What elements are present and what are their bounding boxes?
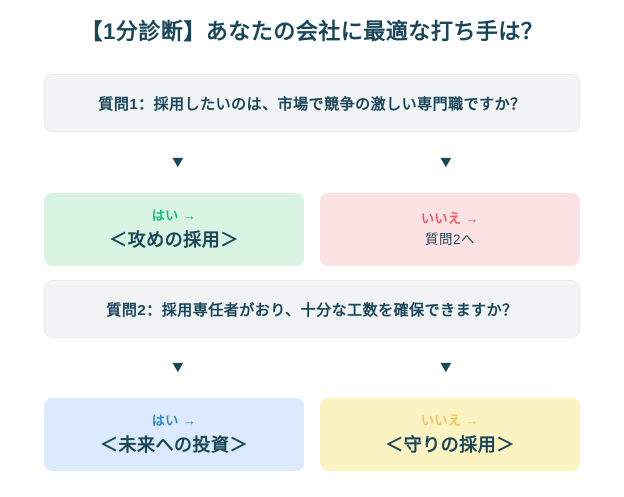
down-arrow-icon: ▼ bbox=[168, 153, 188, 171]
question2-box: 質問2：採用専任者がおり、十分な工数を確保できますか？ bbox=[44, 280, 580, 338]
arrow-cell-q2-no: ▼ bbox=[312, 359, 580, 377]
answer-row-1: はい → ＜攻めの採用＞ いいえ → 質問2へ bbox=[44, 193, 580, 266]
down-arrow-icon: ▼ bbox=[168, 359, 188, 376]
arrow-cell-q1-no: ▼ bbox=[312, 154, 580, 172]
q2-yes-label: はい → bbox=[151, 412, 197, 428]
q1-no-result: 質問2へ bbox=[424, 232, 475, 248]
q2-no-label: いいえ → bbox=[420, 412, 480, 428]
page-title: 【1分診断】あなたの会社に最適な打ち手は？ bbox=[80, 19, 544, 44]
question1-text: 質問1：採用したいのは、市場で競争の激しい専門職ですか？ bbox=[98, 95, 526, 113]
answer-row-2: はい → ＜未来への投資＞ いいえ → ＜守りの採用＞ bbox=[44, 398, 580, 471]
q2-yes-result: ＜未来への投資＞ bbox=[100, 434, 248, 455]
q1-no-card: いいえ → 質問2へ bbox=[320, 193, 580, 266]
arrow-row-1: ▼ ▼ bbox=[44, 132, 580, 193]
q1-yes-card: はい → ＜攻めの採用＞ bbox=[44, 193, 304, 266]
question2-text: 質問2：採用専任者がおり、十分な工数を確保できますか？ bbox=[106, 301, 518, 319]
q1-yes-result: ＜攻めの採用＞ bbox=[109, 229, 239, 250]
arrow-cell-q1-yes: ▼ bbox=[44, 154, 312, 172]
q2-no-result: ＜守りの採用＞ bbox=[385, 434, 515, 455]
down-arrow-icon: ▼ bbox=[436, 153, 456, 171]
arrow-cell-q2-yes: ▼ bbox=[44, 359, 312, 377]
down-arrow-icon: ▼ bbox=[436, 359, 456, 376]
q2-no-card: いいえ → ＜守りの採用＞ bbox=[320, 398, 580, 471]
q2-yes-card: はい → ＜未来への投資＞ bbox=[44, 398, 304, 471]
arrow-row-2: ▼ ▼ bbox=[44, 338, 580, 398]
question1-box: 質問1：採用したいのは、市場で競争の激しい専門職ですか？ bbox=[44, 74, 580, 132]
q1-yes-label: はい → bbox=[151, 207, 197, 223]
q1-no-label: いいえ → bbox=[420, 210, 480, 226]
